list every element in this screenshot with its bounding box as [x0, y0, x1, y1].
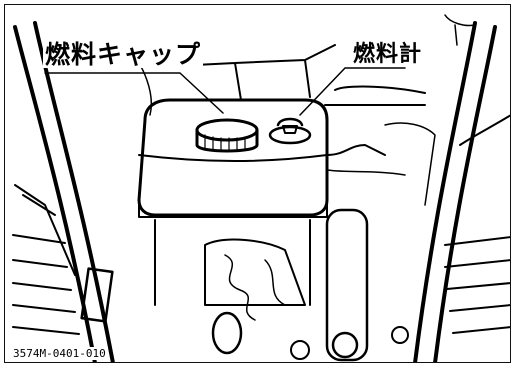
engine-wiring — [224, 254, 256, 321]
right-handle — [413, 21, 477, 362]
fuel-gauge-window — [282, 125, 298, 134]
fuel-tank-base — [138, 199, 328, 218]
background-frame — [384, 122, 436, 206]
fuel-line — [326, 169, 406, 176]
fuel-gauge — [268, 125, 312, 145]
illustration-frame: 燃料キャップ 燃料計 3574M-0401-010 — [4, 4, 511, 363]
engine-wiring — [264, 259, 286, 306]
figure-code: 3574M-0401-010 — [11, 347, 108, 360]
lower-ring — [290, 340, 310, 360]
engine-part — [325, 208, 369, 362]
floor-slats-right — [444, 236, 510, 334]
engine-block — [204, 238, 306, 306]
lower-ring — [391, 326, 409, 344]
fuel-gauge-label: 燃料計 — [351, 42, 425, 67]
fuel-cap-label: 燃料キャップ — [43, 40, 204, 69]
fuel-line — [326, 144, 386, 156]
left-grip — [80, 267, 114, 323]
background-frame — [444, 14, 476, 46]
background-frame — [459, 114, 510, 146]
fuel-gauge — [276, 117, 304, 127]
fuel-cap-ridges — [204, 134, 246, 152]
fuel-cap — [195, 118, 259, 142]
right-handle — [433, 25, 497, 362]
background-frame — [324, 85, 426, 106]
fuel-tank-seam — [138, 154, 328, 162]
left-control-lever — [14, 184, 76, 276]
lower-knob — [331, 331, 359, 359]
lower-knob — [211, 311, 243, 355]
left-handle — [33, 21, 115, 362]
floor-slats-left — [12, 234, 80, 335]
engine-block — [154, 219, 311, 306]
fuel-cap — [195, 128, 259, 153]
fuel-gauge-leader — [299, 67, 406, 116]
fuel-cap-leader — [44, 72, 224, 114]
